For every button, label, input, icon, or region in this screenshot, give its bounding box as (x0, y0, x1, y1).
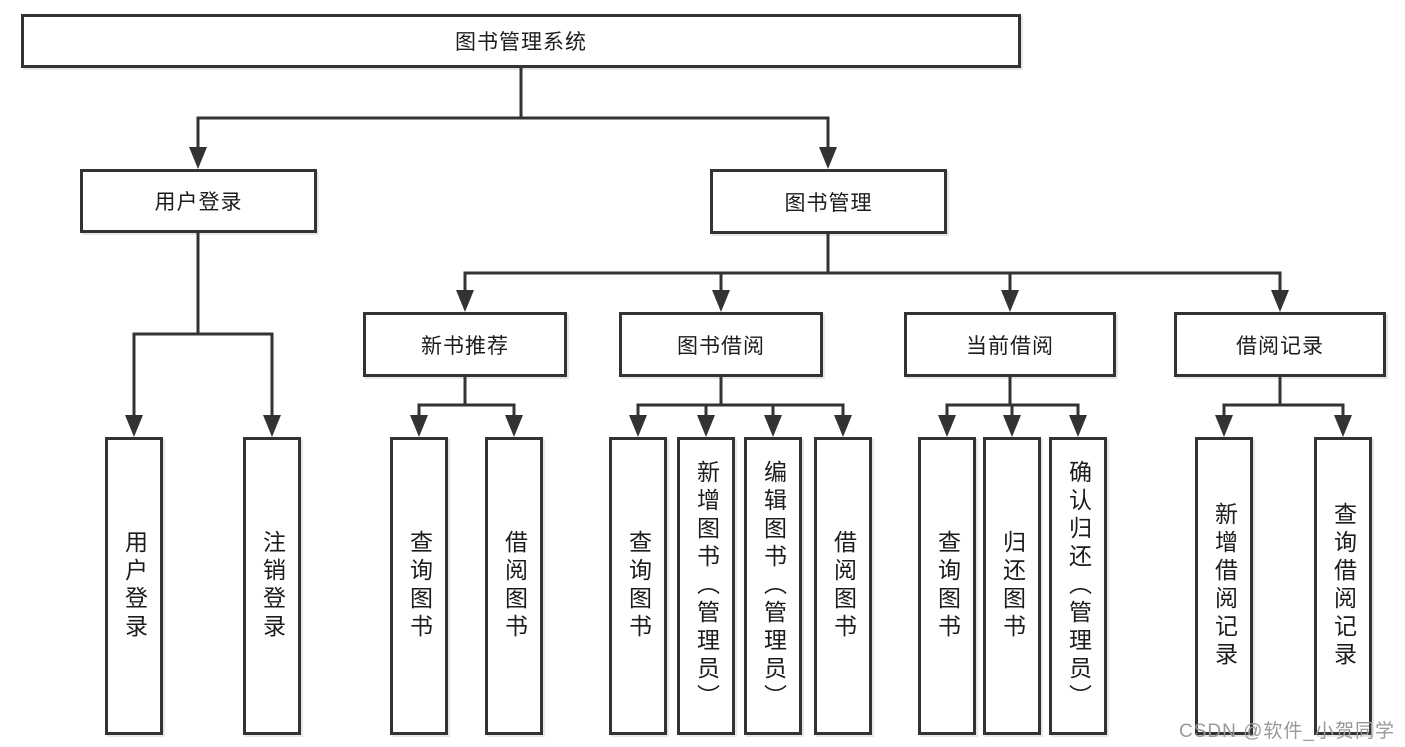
leaf-label: 借阅图书 (501, 530, 528, 642)
arrow-icon (834, 415, 852, 437)
connector-bookmgmt-to-level3 (463, 232, 1282, 298)
leaf-edit-book-admin: 编辑图书（管理员） (744, 437, 802, 735)
node-current-borrowing: 当前借阅 (904, 312, 1116, 377)
arrow-icon (697, 415, 715, 437)
arrow-icon (263, 415, 281, 437)
node-label: 图书管理 (784, 191, 873, 215)
connector-root-to-level2 (196, 66, 830, 152)
node-label: 当前借阅 (966, 334, 1054, 358)
leaf-logout: 注销登录 (243, 437, 301, 735)
arrow-icon (1334, 415, 1352, 437)
leaf-label: 查询借阅记录 (1330, 502, 1357, 670)
leaf-label: 查询图书 (406, 530, 433, 642)
arrow-icon (629, 415, 647, 437)
arrow-icon (819, 147, 837, 169)
node-label: 图书管理系统 (455, 31, 587, 54)
arrow-icon (1003, 415, 1021, 437)
arrow-icon (712, 290, 730, 312)
leaf-label: 用户登录 (121, 530, 148, 642)
arrow-icon (456, 290, 474, 312)
leaf-label: 确认归还（管理员） (1065, 460, 1092, 712)
node-book-management: 图书管理 (710, 169, 947, 234)
leaf-query-borrow-record: 查询借阅记录 (1314, 437, 1372, 735)
connector-borrow-to-leaves (636, 375, 845, 422)
leaf-confirm-return-admin: 确认归还（管理员） (1049, 437, 1107, 735)
leaf-label: 新增图书（管理员） (693, 460, 720, 712)
leaf-query-books: 查询图书 (609, 437, 667, 735)
connector-record-to-leaves (1222, 375, 1345, 422)
leaf-label: 查询图书 (934, 530, 961, 642)
leaf-label: 查询图书 (625, 530, 652, 642)
leaf-label: 新增借阅记录 (1211, 502, 1238, 670)
node-book-borrowing: 图书借阅 (619, 312, 823, 377)
arrow-icon (938, 415, 956, 437)
connector-newbook-to-leaves (417, 375, 516, 422)
arrow-icon (125, 415, 143, 437)
node-new-book-recommend: 新书推荐 (363, 312, 567, 377)
node-root-system: 图书管理系统 (21, 14, 1021, 68)
arrow-icon (1001, 290, 1019, 312)
arrow-icon (189, 147, 207, 169)
leaf-add-book-admin: 新增图书（管理员） (677, 437, 735, 735)
leaf-label: 编辑图书（管理员） (760, 460, 787, 712)
arrow-icon (764, 415, 782, 437)
arrow-icon (1215, 415, 1233, 437)
node-borrow-records: 借阅记录 (1174, 312, 1386, 377)
leaf-return-book: 归还图书 (983, 437, 1041, 735)
node-label: 借阅记录 (1236, 334, 1324, 358)
arrow-icon (1069, 415, 1087, 437)
connector-login-to-leaves (132, 231, 274, 422)
leaf-label: 归还图书 (999, 530, 1026, 642)
leaf-label: 注销登录 (259, 530, 286, 642)
arrow-icon (505, 415, 523, 437)
leaf-add-borrow-record: 新增借阅记录 (1195, 437, 1253, 735)
leaf-borrow-books: 借阅图书 (814, 437, 872, 735)
leaf-query-books: 查询图书 (390, 437, 448, 735)
leaf-borrow-books: 借阅图书 (485, 437, 543, 735)
connector-current-to-leaves (945, 375, 1080, 422)
node-label: 用户登录 (154, 191, 243, 214)
arrow-icon (410, 415, 428, 437)
leaf-query-books: 查询图书 (918, 437, 976, 735)
node-label: 图书借阅 (677, 334, 765, 358)
node-label: 新书推荐 (421, 334, 509, 358)
arrow-icon (1271, 290, 1289, 312)
leaf-user-login: 用户登录 (105, 437, 163, 735)
leaf-label: 借阅图书 (830, 530, 857, 642)
node-user-login: 用户登录 (80, 169, 317, 233)
csdn-watermark: CSDN @软件_小贺同学 (1179, 721, 1395, 742)
